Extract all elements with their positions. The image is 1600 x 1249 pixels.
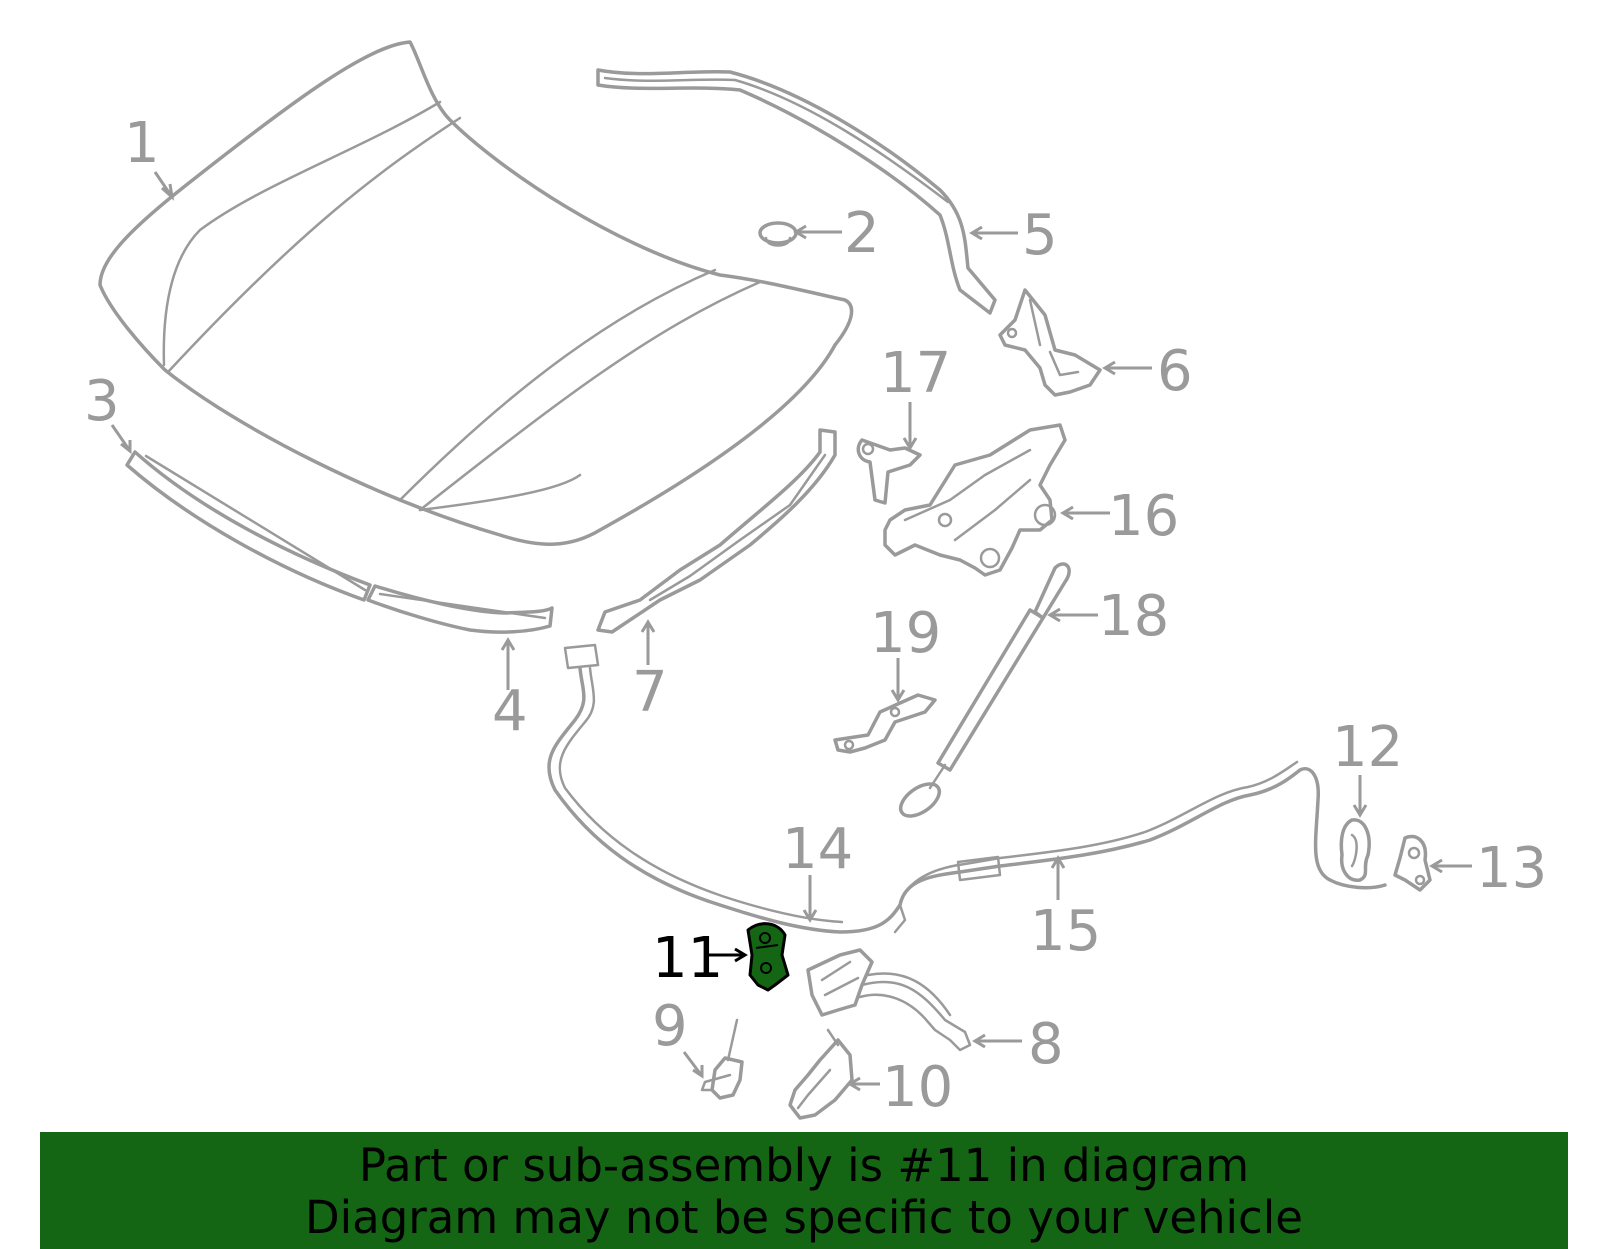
part-17-bracket: [856, 438, 922, 505]
callout-5: 5: [1022, 203, 1058, 268]
info-banner: Part or sub-assembly is #11 in diagram D…: [40, 1132, 1568, 1249]
leader-lines: [110, 171, 1472, 1092]
callout-17: 17: [880, 341, 951, 406]
callout-16: 16: [1108, 484, 1179, 549]
callout-3: 3: [84, 369, 120, 434]
part-9-switch: [700, 1018, 744, 1100]
part-7-bracket: [596, 428, 837, 634]
callout-13: 13: [1476, 836, 1547, 901]
parts-diagram: 1 2 3 4 5 6 7 8 9 10 11 12 13 14 15 16 1…: [84, 40, 1547, 1120]
callout-11: 11: [652, 926, 723, 991]
callout-1: 1: [124, 111, 160, 176]
callout-14: 14: [782, 817, 853, 882]
part-1-hood: [98, 40, 854, 546]
callout-2: 2: [844, 201, 880, 266]
callout-10: 10: [882, 1055, 953, 1120]
part-6-bracket: [998, 288, 1102, 397]
part-18-strut: [898, 562, 1071, 818]
callout-4: 4: [492, 679, 528, 744]
callout-18: 18: [1098, 584, 1169, 649]
part-3-seal: [125, 450, 372, 602]
callout-6: 6: [1157, 339, 1193, 404]
banner-line-2: Diagram may not be specific to your vehi…: [305, 1191, 1303, 1244]
callout-9: 9: [652, 994, 688, 1059]
callout-7: 7: [632, 660, 668, 725]
part-8-latch: [806, 948, 972, 1052]
callout-8: 8: [1028, 1012, 1064, 1077]
part-5-weatherstrip: [596, 68, 997, 315]
part-12-grommet: [1339, 818, 1371, 882]
part-19-bracket: [833, 693, 937, 754]
part-11-highlighted: [746, 922, 790, 992]
part-2-clip: [758, 221, 798, 247]
part-4-seal: [366, 584, 554, 634]
banner-line-1: Part or sub-assembly is #11 in diagram: [358, 1139, 1250, 1192]
part-10-bracket: [788, 1028, 854, 1120]
callout-15: 15: [1030, 899, 1101, 964]
callout-12: 12: [1332, 715, 1403, 780]
callout-labels: 1 2 3 4 5 6 7 8 9 10 11 12 13 14 15 16 1…: [84, 111, 1547, 1120]
callout-19: 19: [870, 601, 941, 666]
part-13-bracket: [1393, 834, 1432, 892]
part-14-cable: [547, 643, 902, 934]
part-16-hinge: [883, 423, 1067, 577]
part-15-cable: [893, 760, 1387, 934]
